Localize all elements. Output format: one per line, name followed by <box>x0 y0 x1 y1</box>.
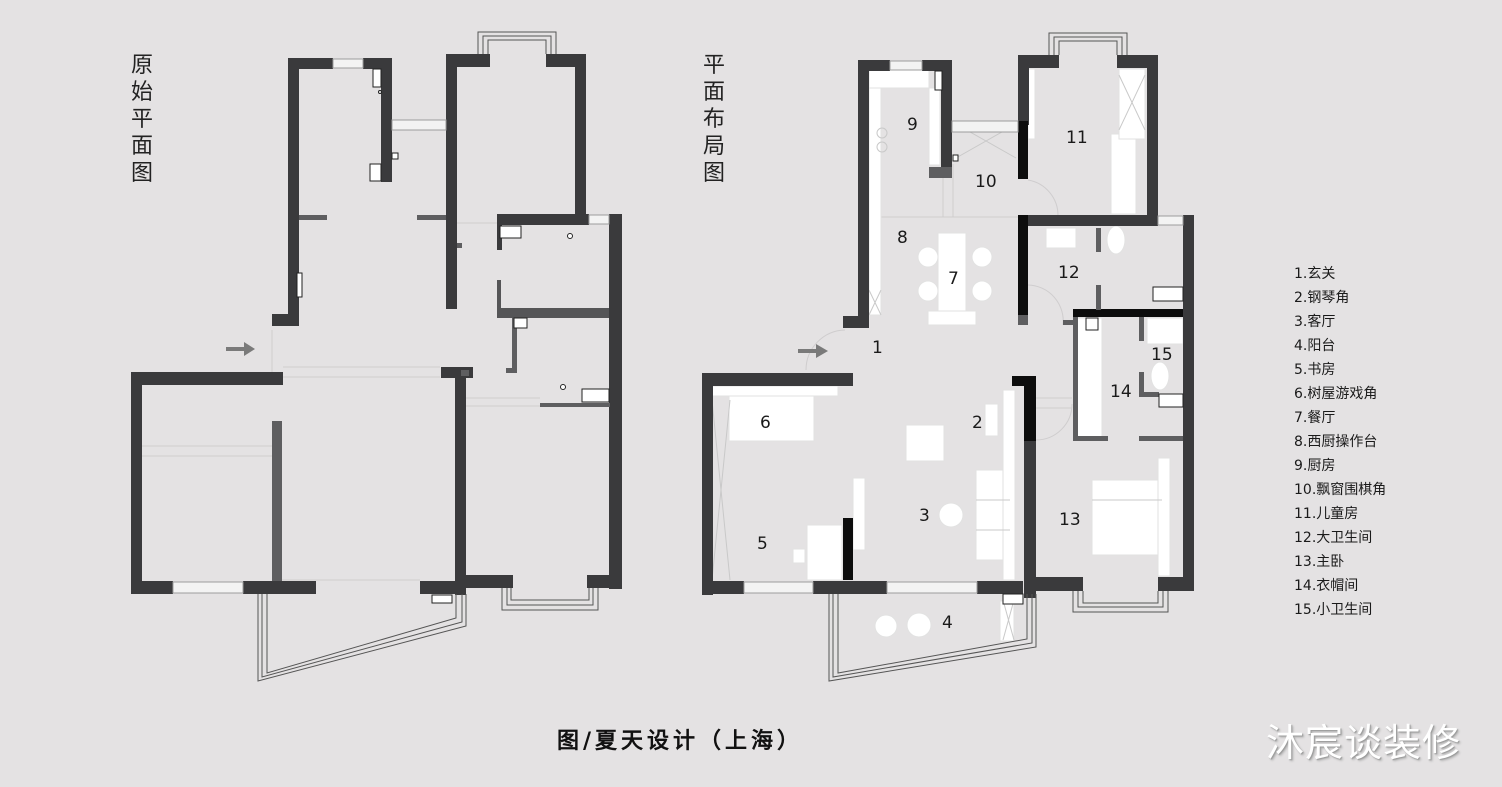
title-char: 面 <box>702 80 725 105</box>
legend-item: 15.小卫生间 <box>1294 602 1373 618</box>
title-char: 平 <box>702 53 725 78</box>
windows <box>743 60 1184 594</box>
watermark: 沐宸谈装修 <box>1266 721 1462 765</box>
layout-plan-title: 平 面 布 局 图 <box>702 52 726 187</box>
furniture <box>711 68 1184 642</box>
title-char: 平 <box>130 107 153 132</box>
legend-item: 10.飘窗围棋角 <box>1294 482 1387 498</box>
legend-item: 7.餐厅 <box>1294 410 1336 426</box>
room-label-kitchen: 9 <box>907 115 918 135</box>
room-legend: 1.玄关 2.钢琴角 3.客厅 4.阳台 5.书房 6.树屋游戏角 7.餐厅 8… <box>1294 262 1386 622</box>
legend-item: 8.西厨操作台 <box>1294 434 1378 450</box>
room-label-dining: 7 <box>948 269 959 289</box>
title-char: 面 <box>130 134 153 159</box>
title-char: 布 <box>702 107 725 132</box>
room-label-small-bathroom: 15 <box>1151 345 1173 365</box>
entry-arrow-icon <box>798 344 828 358</box>
legend-item: 3.客厅 <box>1294 314 1336 330</box>
entry-arrow-icon <box>226 342 255 356</box>
load-bearing-walls <box>702 55 1194 598</box>
title-char: 局 <box>702 134 725 159</box>
fixtures <box>296 68 610 604</box>
bay-windows <box>257 31 599 682</box>
room-label-balcony: 4 <box>942 613 953 633</box>
floor-guide-lines <box>142 222 540 581</box>
legend-item: 1.玄关 <box>1294 266 1336 282</box>
legend-item: 13.主卧 <box>1294 554 1345 570</box>
room-label-master-bedroom: 13 <box>1059 510 1081 530</box>
door-swings <box>805 164 1073 441</box>
room-label-study: 5 <box>757 534 768 554</box>
windows <box>172 58 610 594</box>
room-label-bay-window-go-corner: 10 <box>975 172 997 192</box>
legend-item: 12.大卫生间 <box>1294 530 1373 546</box>
legend-item: 4.阳台 <box>1294 338 1336 354</box>
title-char: 图 <box>130 161 153 186</box>
new-walls <box>843 121 1183 580</box>
bay-windows <box>828 32 1169 682</box>
legend-item: 9.厨房 <box>1294 458 1336 474</box>
room-label-living-room: 3 <box>919 506 930 526</box>
room-label-main-bathroom: 12 <box>1058 263 1080 283</box>
partition-walls <box>272 215 610 581</box>
room-label-treehouse: 6 <box>760 413 771 433</box>
fixtures <box>934 70 1184 605</box>
title-char: 始 <box>130 80 153 105</box>
legend-item: 14.衣帽间 <box>1294 578 1359 594</box>
partition-walls <box>1018 228 1183 441</box>
image-credit: 图/夏天设计（上海） <box>557 728 804 754</box>
room-labels: 1 2 3 4 5 6 7 8 9 10 11 12 13 14 15 <box>757 115 1173 633</box>
title-char: 图 <box>702 161 725 186</box>
room-label-walk-in-closet: 14 <box>1110 382 1132 402</box>
load-bearing-walls <box>131 54 622 595</box>
original-plan-title: 原 始 平 面 图 <box>130 52 154 187</box>
layout-floor-plan: 1 2 3 4 5 6 7 8 9 10 11 12 13 14 15 <box>702 32 1194 682</box>
legend-item: 2.钢琴角 <box>1294 290 1350 306</box>
original-floor-plan <box>131 31 622 682</box>
legend-item: 6.树屋游戏角 <box>1294 386 1378 402</box>
room-label-kids-room: 11 <box>1066 128 1088 148</box>
title-char: 原 <box>130 53 153 78</box>
room-label-entrance: 1 <box>872 338 883 358</box>
room-label-piano-corner: 2 <box>972 413 983 433</box>
room-label-western-kitchen: 8 <box>897 228 908 248</box>
legend-item: 11.儿童房 <box>1294 506 1359 522</box>
legend-item: 5.书房 <box>1294 362 1336 378</box>
